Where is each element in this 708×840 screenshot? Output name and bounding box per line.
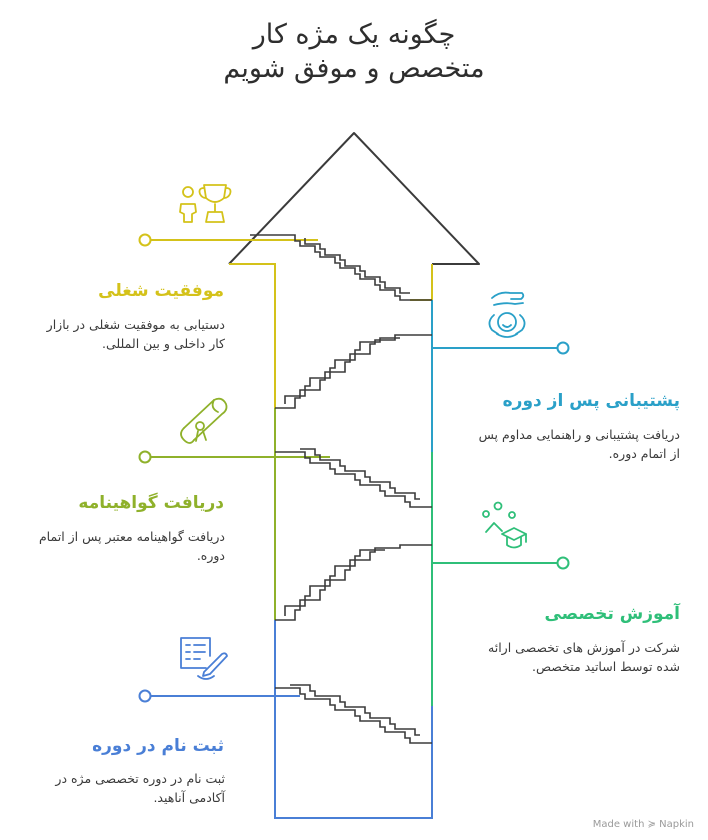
arrow-outline xyxy=(228,132,480,265)
stairs-bottom xyxy=(275,684,432,744)
step-heading-training: آموزش تخصصی xyxy=(544,604,680,624)
band-success xyxy=(138,233,433,408)
stairs-second xyxy=(275,334,432,409)
step-heading-certificate: دریافت گواهینامه xyxy=(78,493,224,513)
band-enroll xyxy=(138,620,433,819)
career-success-trophy-icon xyxy=(179,184,232,223)
support-hand-icon xyxy=(488,291,526,338)
arrow-head xyxy=(228,132,480,265)
band-support xyxy=(431,300,570,452)
step-heading-enroll: ثبت نام در دوره xyxy=(92,736,224,756)
stairs-fourth xyxy=(275,544,432,621)
title-line-1: چگونه یک مژه کار xyxy=(252,19,456,50)
napkin-watermark: Made with ≽ Napkin xyxy=(592,819,694,830)
step-description-training: شرکت در آموزش های تخصصی ارائه شده توسط ا… xyxy=(488,640,680,674)
graduation-cap-icon xyxy=(482,501,527,549)
band-certificate xyxy=(138,408,330,620)
stairs-third xyxy=(275,448,432,508)
diploma-certificate-icon xyxy=(180,397,228,444)
step-description-certificate: دریافت گواهینامه معتبر پس از اتمام دوره. xyxy=(38,529,225,563)
step-description-support: دریافت پشتیبانی و راهنمایی مداوم پس از ا… xyxy=(478,427,680,461)
band-training xyxy=(431,452,570,706)
stairs-top xyxy=(250,234,432,301)
step-description-success: دستیابی به موفقیت شغلی در بازار کار داخل… xyxy=(46,317,225,351)
page-title: چگونه یک مژه کار متخصص و موفق شویم xyxy=(150,18,558,86)
step-heading-support: پشتیبانی پس از دوره xyxy=(502,391,680,411)
registration-form-icon xyxy=(180,637,228,680)
step-heading-success: موفقیت شغلی xyxy=(98,281,224,301)
title-line-2: متخصص و موفق شویم xyxy=(223,53,485,84)
step-description-enroll: ثبت نام در دوره تخصصی مژه در آکادمی آناه… xyxy=(55,771,225,805)
